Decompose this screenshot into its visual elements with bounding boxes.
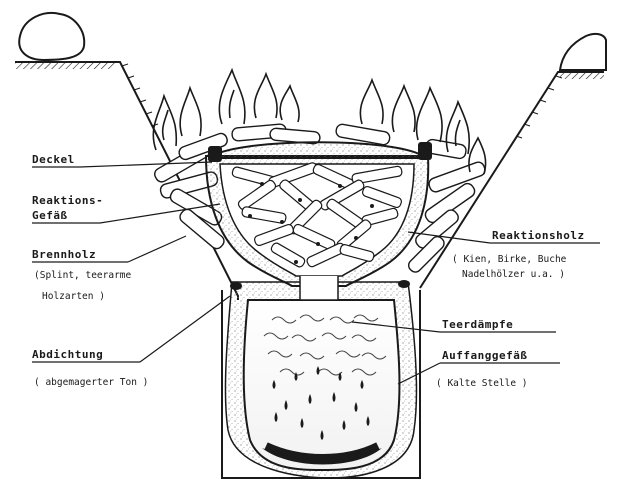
label-deckel: Deckel — [32, 153, 75, 166]
label-reaktionsgefaess-line2: Gefäß — [32, 209, 68, 222]
label-brennholz: Brennholz — [32, 248, 96, 261]
label-auffanggefaess: Auffanggefäß — [442, 349, 527, 362]
rock-icon — [19, 13, 84, 60]
label-brennholz-note-line1: (Splint, teerarme — [34, 270, 132, 281]
lid — [208, 142, 432, 162]
label-teerdaempfe: Teerdämpfe — [442, 318, 513, 331]
rock-icon — [560, 34, 606, 70]
label-auffanggefaess-note: ( Kalte Stelle ) — [436, 378, 528, 389]
label-brennholz-note-line2: Holzarten ) — [42, 291, 105, 302]
label-reaktionsholz-note-line2: Nadelhölzer u.a. ) — [462, 269, 565, 280]
collection-vessel — [244, 300, 400, 470]
label-reaktionsgefaess-line1: Reaktions- — [32, 194, 103, 207]
label-abdichtung: Abdichtung — [32, 348, 103, 361]
label-abdichtung-note: ( abgemagerter Ton ) — [34, 377, 148, 388]
label-reaktionsholz-note-line1: ( Kien, Birke, Buche — [452, 254, 567, 265]
label-reaktionsholz: Reaktionsholz — [492, 229, 585, 242]
